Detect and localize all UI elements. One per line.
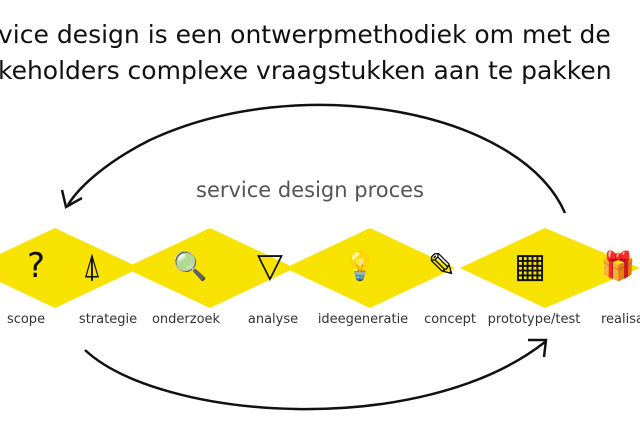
diamond <box>0 228 140 308</box>
top-arrowhead-icon <box>60 189 83 209</box>
step-label-scope: scope <box>6 312 46 327</box>
gift-icon: 🎁 <box>600 249 636 283</box>
sketch-paper-icon: ✎ <box>427 246 457 286</box>
question-mark-icon: ? <box>26 246 46 286</box>
top-cycle-arrow <box>66 103 567 214</box>
diamond <box>285 228 455 308</box>
step-label-analyse: analyse <box>247 312 299 327</box>
process-subtitle: service design proces <box>196 178 424 202</box>
step-label-concept: concept <box>424 312 476 327</box>
step-label-strategie: strategie <box>78 312 138 327</box>
blocks-icon: ▦ <box>513 246 547 286</box>
lightbulb-icon: 💡 <box>342 249 378 283</box>
step-label-prototype-test: prototype/test <box>487 312 581 327</box>
step-label-onderzoek: onderzoek <box>151 312 221 327</box>
headline-line-2: keholders complexe vraagstukken aan te p… <box>0 56 612 85</box>
yellow-diamonds <box>0 228 640 308</box>
telescope-icon: ⍋ <box>81 246 103 286</box>
funnel-icon: ▽ <box>256 246 284 286</box>
step-label-ideegeneratie: ideegeneratie <box>317 312 409 327</box>
bottom-cycle-arrow <box>84 341 546 411</box>
headline-line-1: vice design is een ontwerpmethodiek om m… <box>0 20 611 49</box>
magnifier-icon: 🔍 <box>172 249 208 283</box>
diamond <box>125 228 295 308</box>
diamond <box>460 228 640 308</box>
bottom-arrowhead-icon <box>528 338 548 358</box>
step-label-realisatie: realisat <box>600 312 640 327</box>
